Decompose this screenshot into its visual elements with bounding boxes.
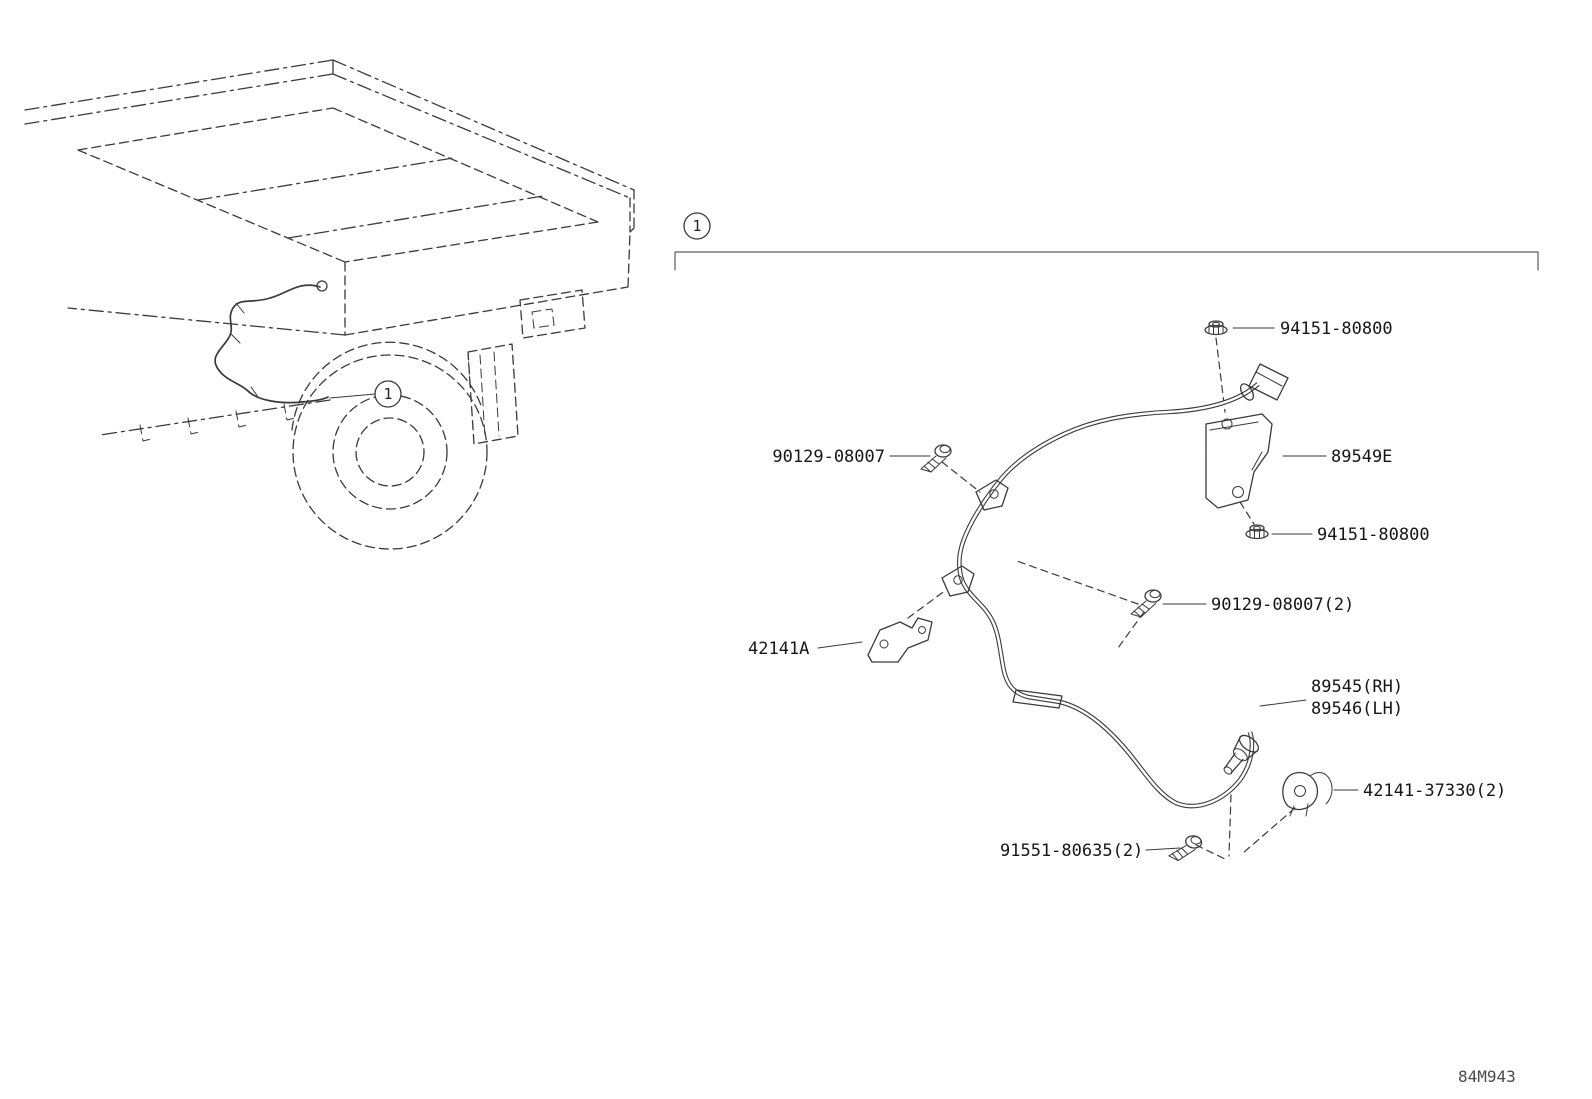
assembly-lines bbox=[907, 337, 1296, 861]
part-label-nut-lower[interactable]: 94151-80800 bbox=[1317, 525, 1430, 545]
clip-outline bbox=[975, 479, 1009, 511]
part-label-bolt-pair[interactable]: 90129-08007(2) bbox=[1211, 595, 1354, 615]
bed-right-end-panel bbox=[629, 189, 635, 233]
wheel-hub bbox=[355, 417, 425, 487]
part-label-bolt-single[interactable]: 90129-08007 bbox=[772, 447, 885, 467]
assembly-line-screw bbox=[1195, 844, 1228, 861]
frame-hangers bbox=[139, 403, 296, 442]
leader-42141a bbox=[817, 641, 863, 649]
callout-1-overview[interactable]: 1 bbox=[329, 380, 402, 408]
sensor-bracket-89549e bbox=[1205, 413, 1273, 509]
bed-floor-outline bbox=[77, 107, 599, 263]
leader-screw bbox=[1145, 847, 1181, 851]
sleeve-outline bbox=[1012, 689, 1063, 709]
callout-number: 1 bbox=[383, 385, 392, 403]
wire-clip-upper bbox=[975, 479, 1009, 511]
bracket-hole-bottom bbox=[1232, 486, 1244, 498]
part-label-sensor-bracket[interactable]: 89549E bbox=[1331, 447, 1392, 467]
taillight-panel bbox=[519, 289, 586, 339]
bed-rail-left-inner bbox=[24, 73, 334, 125]
bed-rail-left-outer bbox=[24, 59, 334, 111]
harness-connector bbox=[1239, 363, 1289, 401]
callout-1-detail[interactable]: 1 bbox=[683, 212, 711, 240]
harness-connector-overview bbox=[316, 280, 328, 292]
part-label-nut-upper[interactable]: 94151-80800 bbox=[1280, 319, 1393, 339]
nut-lower-icon bbox=[1245, 524, 1269, 540]
detail-bracket-line bbox=[674, 251, 1539, 271]
clip-hole bbox=[989, 489, 999, 499]
wire-sleeve bbox=[1012, 689, 1063, 709]
clamp-part bbox=[1282, 771, 1333, 817]
callout-number: 1 bbox=[692, 217, 701, 235]
assembly-line-bolt-pair bbox=[1013, 559, 1145, 649]
clip-outline bbox=[941, 565, 975, 597]
assembly-line-sensor-clamp bbox=[1228, 794, 1232, 857]
part-label-sensor-rh[interactable]: 89545(RH) bbox=[1311, 677, 1403, 697]
mud-flap-ribs bbox=[479, 351, 500, 439]
bracket-outline bbox=[867, 617, 933, 663]
wheel-outer bbox=[292, 354, 488, 550]
leader-sensor bbox=[1259, 699, 1307, 707]
part-label-42141a[interactable]: 42141A bbox=[748, 639, 809, 659]
callout-leader bbox=[329, 393, 376, 399]
assembly-line-bolt-single bbox=[941, 461, 981, 493]
assembly-line-nut-upper bbox=[1215, 337, 1226, 413]
bracket-outline bbox=[1205, 413, 1273, 509]
sensor-shoulder bbox=[1232, 748, 1248, 762]
drawing-code: 84M943 bbox=[1458, 1067, 1516, 1086]
part-label-sensor-lh[interactable]: 89546(LH) bbox=[1311, 699, 1403, 719]
rear-crossmember bbox=[344, 231, 631, 336]
wheel-rim bbox=[332, 394, 448, 510]
clip-hole bbox=[953, 575, 963, 585]
clamp-second-half bbox=[1309, 772, 1333, 805]
nut-upper-icon bbox=[1204, 320, 1228, 336]
assembly-line-clamp bbox=[1242, 807, 1296, 854]
callout-circle[interactable] bbox=[683, 212, 711, 240]
sensor-tip bbox=[1223, 766, 1233, 775]
clamp-hole bbox=[1294, 785, 1306, 797]
sensor-probe bbox=[1224, 752, 1244, 774]
bracket-hole-2 bbox=[918, 626, 926, 634]
wire-clip-lower bbox=[941, 565, 975, 597]
connector-body bbox=[1248, 363, 1289, 401]
bed-rail-right-inner bbox=[332, 73, 631, 199]
clamp-legs bbox=[1289, 803, 1309, 817]
part-label-screw[interactable]: 91551-80635(2) bbox=[1000, 841, 1143, 861]
bolt-single-icon bbox=[920, 444, 952, 473]
bracket-hole-1 bbox=[879, 639, 889, 649]
detail-drawing: 1 bbox=[674, 212, 1539, 865]
grommet bbox=[1239, 383, 1255, 401]
taillight-lens bbox=[531, 308, 555, 329]
connector-seam bbox=[1255, 371, 1283, 387]
bed-floor-lines bbox=[197, 157, 544, 239]
frame-rail-bottom bbox=[99, 399, 331, 436]
bracket-42141a-part bbox=[867, 617, 933, 663]
speed-sensor-head bbox=[1223, 734, 1259, 775]
sensor-body bbox=[1233, 736, 1259, 761]
leader-lines bbox=[817, 327, 1359, 851]
part-label-clamp[interactable]: 42141-37330(2) bbox=[1363, 781, 1506, 801]
truck-overview-drawing: 1 bbox=[24, 59, 635, 550]
harness-on-truck bbox=[214, 280, 329, 404]
assembly-line-42141a bbox=[907, 589, 947, 619]
bracket-bends bbox=[1209, 421, 1263, 471]
fender-to-flap bbox=[467, 351, 471, 386]
clamp-outline bbox=[1282, 771, 1319, 811]
assembly-line-nut-lower bbox=[1239, 501, 1255, 525]
harness-wire-overview bbox=[214, 284, 329, 404]
mud-flap bbox=[467, 343, 519, 445]
bracket-hole-top bbox=[1221, 418, 1233, 430]
harness-clip-ticks bbox=[230, 302, 259, 398]
fender-arc bbox=[291, 341, 483, 431]
callout-circle[interactable] bbox=[374, 380, 402, 408]
bed-rail-right-outer bbox=[332, 59, 635, 191]
frame-rail-top bbox=[67, 307, 346, 336]
